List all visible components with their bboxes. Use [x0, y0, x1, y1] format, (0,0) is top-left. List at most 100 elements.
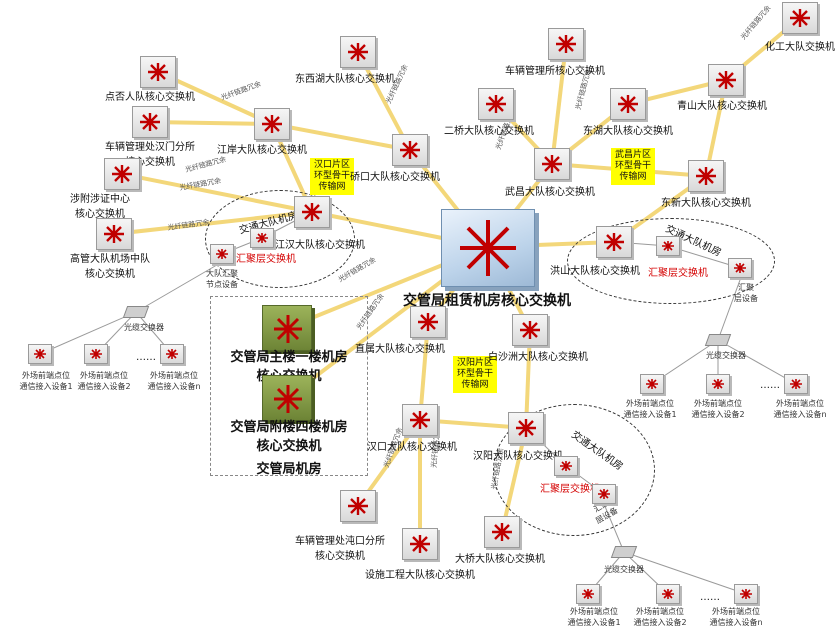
hankou-ring-line2: 环型骨干 — [314, 171, 351, 181]
switch-jiangan — [254, 108, 290, 140]
access-label-line: 外场前端点位 — [694, 399, 742, 408]
link-caption: 光纤链路冗余 — [220, 79, 263, 102]
switch-erqi — [478, 88, 514, 120]
switch-label-hanyang: 汉阳大队核心交换机 — [473, 447, 563, 462]
switch-hanyang — [508, 412, 544, 444]
switch-label-line: 车辆管理所核心交换机 — [505, 66, 605, 77]
switch-label-line: 青山大队核心交换机 — [677, 101, 767, 112]
fiber-link-jiangan-chedengji_hankou — [149, 120, 273, 126]
access-label-line: 通信接入设备1 — [567, 618, 621, 626]
access-label-line: 外场前端点位 — [22, 371, 70, 380]
switch-qiaokou — [392, 134, 428, 166]
right-node-switch — [728, 258, 752, 278]
annex-label: 交管局附楼四楼机房 核心交换机 — [230, 416, 347, 454]
access-device-label-4: 外场前端点位通信接入设备2 — [691, 398, 744, 420]
main-building-line1: 交管局主楼一楼机房 — [230, 350, 348, 365]
access-device-label-2: 外场前端点位通信接入设备n — [147, 370, 200, 392]
access-device-6 — [576, 584, 600, 604]
right-agg-switch — [656, 236, 680, 256]
right-node-line2: 层设备 — [734, 294, 758, 303]
fiber-link-jiangan-dianan — [157, 70, 273, 126]
fiber-link-zhiyuan-hankou_bottom — [418, 321, 430, 421]
switch-label-huagong: 化工大队交换机 — [765, 38, 835, 53]
switch-huagong — [782, 2, 818, 34]
access-label-line: 通信接入设备1 — [623, 410, 677, 419]
hanyang-ring-label: 汉阳片区 环型骨干 传输网 — [453, 356, 498, 393]
left-node-switch — [210, 244, 234, 264]
annex-line1: 交管局附楼四楼机房 — [230, 420, 348, 435]
switch-label-erqi: 二桥大队核心交换机 — [444, 122, 534, 137]
bureau-room-label: 交管局机房 — [256, 462, 322, 477]
link-caption: 光纤链路冗余 — [429, 426, 442, 469]
switch-jianghan — [294, 196, 330, 228]
core-switch — [441, 209, 535, 287]
switch-label-hongshan: 洪山大队核心交换机 — [550, 262, 640, 277]
switch-label-line: 涉附涉证中心 — [70, 194, 130, 205]
switch-label-line: 武昌大队核心交换机 — [505, 187, 595, 198]
right-agg-label: 汇聚层交换机 — [648, 268, 708, 279]
switch-label-line: 车辆管理处汉门分所 — [105, 142, 195, 153]
bottom-hub-label: 光缆交换器 — [604, 565, 644, 574]
switch-label-qiaokou: 硚口大队核心交换机 — [350, 168, 440, 183]
switch-label-line: 核心交换机 — [85, 269, 135, 280]
switch-chedengji_shekou — [340, 490, 376, 522]
access-link — [135, 261, 223, 313]
switch-label-line: 汉阳大队核心交换机 — [473, 451, 563, 462]
hanyang-ring-line2: 环型骨干 — [457, 369, 494, 379]
switch-label-hankou_bottom: 汉口大队核心交换机 — [367, 438, 457, 453]
access-label-line: 外场前端点位 — [626, 399, 674, 408]
access-device-5 — [784, 374, 808, 394]
wuchang-ring-line1: 武昌片区 — [615, 150, 652, 160]
hankou-ring-label: 汉口片区 环型骨干 传输网 — [310, 158, 355, 195]
switch-label-zhiyuan: 直属大队核心交换机 — [355, 340, 445, 355]
bottom-agg-switch — [554, 456, 578, 476]
switch-label-line: 白沙洲大队核心交换机 — [488, 352, 588, 363]
switch-label-line: 设施工程大队核心交换机 — [365, 570, 475, 581]
bureau-room-box — [210, 296, 368, 476]
switch-baishazhou — [512, 314, 548, 346]
fiber-link-wuchang-chedengji — [550, 43, 568, 165]
switch-label-line: 核心交换机 — [125, 157, 175, 168]
right-node-line1: 汇聚 — [738, 283, 754, 292]
switch-label-chedengji_shekou: 车辆管理处沌口分所核心交换机 — [295, 532, 385, 562]
access-label-line: 通信接入设备2 — [691, 410, 745, 419]
wuchang-ring-label: 武昌片区 环型骨干 传输网 — [611, 148, 656, 185]
switch-label-daqiao: 大桥大队核心交换机 — [455, 550, 545, 565]
switch-zhiyuan — [410, 306, 446, 338]
access-link — [623, 551, 747, 595]
switch-gaoguan — [96, 218, 132, 250]
switch-label-line: 点否人队核心交换机 — [105, 92, 195, 103]
switch-label-line: 洪山大队核心交换机 — [550, 266, 640, 277]
core-switch-label: 交管局租赁机房核心交换机 — [403, 293, 571, 309]
switch-label-dongxihu: 东西湖大队核心交换机 — [295, 70, 395, 85]
access-device-3 — [640, 374, 664, 394]
switch-label-line: 核心交换机 — [75, 209, 125, 220]
access-device-label-7: 外场前端点位通信接入设备2 — [633, 606, 686, 626]
switch-label-sheshi: 设施工程大队核心交换机 — [365, 566, 475, 581]
right-brigade-room-outline — [567, 218, 775, 304]
switch-label-wuchang: 武昌大队核心交换机 — [505, 183, 595, 198]
access-device-0 — [28, 344, 52, 364]
switch-label-line: 大桥大队核心交换机 — [455, 554, 545, 565]
switch-label-line: 化工大队交换机 — [765, 42, 835, 53]
access-link — [39, 311, 137, 355]
access-device-label-3: 外场前端点位通信接入设备1 — [623, 398, 676, 420]
switch-label-line: 硚口大队核心交换机 — [350, 172, 440, 183]
fiber-link-qiaokou-dongxihu — [356, 51, 412, 151]
switch-hankou_bottom — [402, 404, 438, 436]
switch-label-jianghan: 江汉大队核心交换机 — [275, 236, 365, 251]
switch-label-line: 二桥大队核心交换机 — [444, 126, 534, 137]
switch-label-line: 江岸大队核心交换机 — [217, 145, 307, 156]
wuchang-ring-line2: 环型骨干 — [615, 161, 652, 171]
access-label-line: 外场前端点位 — [711, 607, 760, 616]
left-node-line2: 节点设备 — [206, 280, 238, 289]
more-devices-ellipsis: …… — [136, 352, 156, 363]
access-link — [717, 339, 797, 385]
access-label-line: 外场前端点位 — [570, 607, 618, 616]
switch-label-line: 东新大队核心交换机 — [661, 198, 751, 209]
hankou-ring-line3: 传输网 — [318, 182, 346, 192]
access-label-line: 通信接入设备n — [773, 410, 827, 419]
annex-line2: 核心交换机 — [256, 439, 322, 454]
access-label-line: 外场前端点位 — [80, 371, 128, 380]
